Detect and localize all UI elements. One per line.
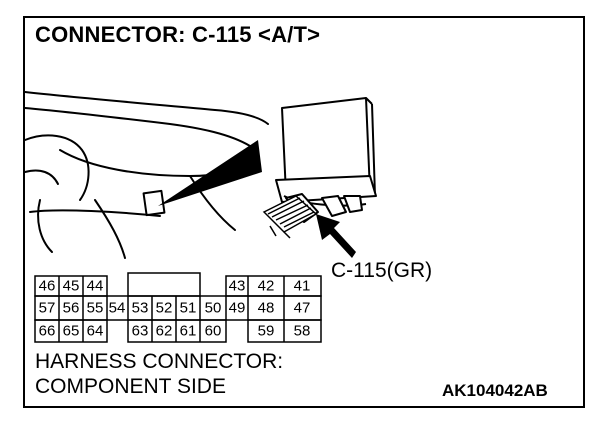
- connector-callout-label: C-115(GR): [331, 259, 433, 282]
- pin-label: 63: [132, 323, 149, 340]
- dashboard-drawing: [24, 91, 269, 259]
- pin-label: 45: [63, 278, 80, 295]
- pin-label: 57: [39, 300, 56, 317]
- pin-label: 53: [132, 300, 149, 317]
- pin-label: 59: [258, 323, 275, 340]
- pin-label: 62: [156, 323, 173, 340]
- pin-label: 42: [258, 278, 275, 295]
- pin-label: 51: [180, 300, 197, 317]
- pin-label: 48: [258, 300, 275, 317]
- pin-label: 58: [294, 323, 311, 340]
- pin-label: 52: [156, 300, 173, 317]
- pin-label: 60: [205, 323, 222, 340]
- caption-line-1: HARNESS CONNECTOR:: [35, 350, 284, 373]
- pin-labels: 46 45 44 43 42 41 57 56 55 54 53 52 51 5…: [39, 278, 311, 340]
- pin-label: 54: [109, 300, 126, 317]
- pin-label: 65: [63, 323, 80, 340]
- pin-label: 55: [87, 300, 104, 317]
- pin-label: 47: [294, 300, 311, 317]
- pin-label: 44: [87, 278, 104, 295]
- pin-label: 56: [63, 300, 80, 317]
- pin-label: 66: [39, 323, 56, 340]
- pin-label: 43: [229, 278, 246, 295]
- pin-label: 61: [180, 323, 197, 340]
- figure-id: AK104042AB: [442, 381, 548, 400]
- pointer-arrow: [316, 214, 356, 258]
- pin-label: 64: [87, 323, 104, 340]
- pin-label: 41: [294, 278, 311, 295]
- pin-label: 50: [205, 300, 222, 317]
- leader-triangle: [158, 140, 262, 206]
- connector-pin-grid: [34, 272, 322, 343]
- diagram-title: CONNECTOR: C-115 <A/T>: [35, 22, 321, 47]
- pin-label: 46: [39, 278, 56, 295]
- pin-label: 49: [229, 300, 246, 317]
- caption-line-2: COMPONENT SIDE: [35, 375, 226, 398]
